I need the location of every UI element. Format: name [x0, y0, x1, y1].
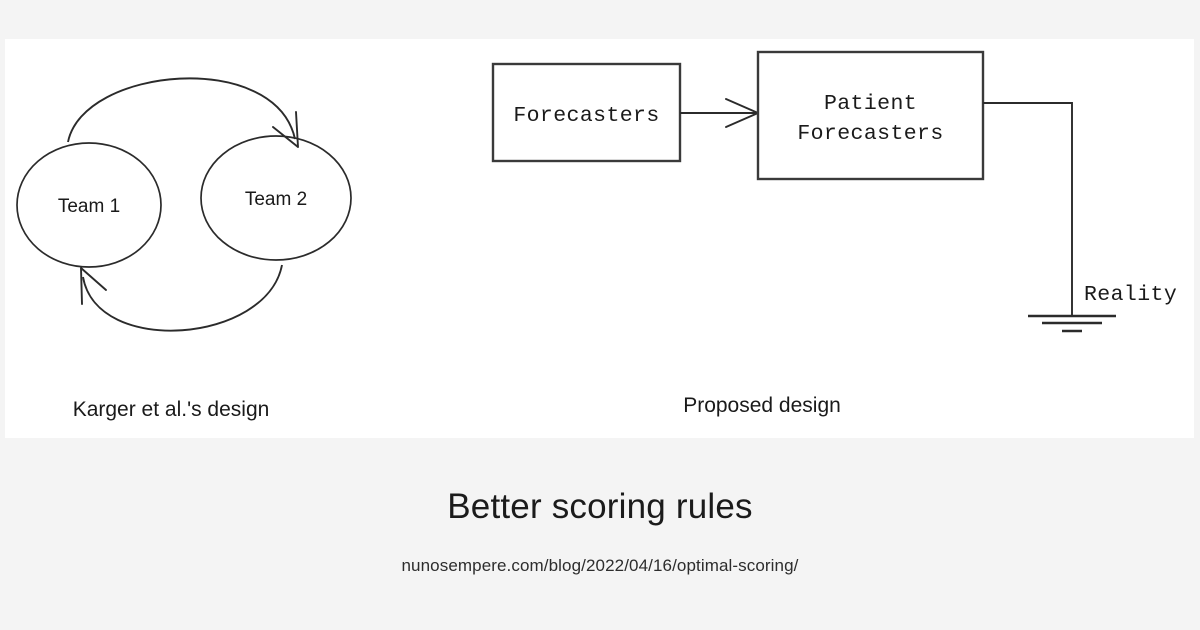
- edge-team2-to-team1-path: [82, 264, 283, 332]
- node-patient-forecasters[interactable]: Patient Forecasters: [756, 50, 985, 181]
- reality-label: Reality: [1084, 283, 1177, 307]
- patient-forecasters-label-line-1: Patient: [824, 92, 917, 116]
- diagram-canvas: Team 1 Team 2 Karger et al.'s design For…: [16, 50, 1177, 421]
- patient-forecasters-rect: [756, 50, 985, 181]
- edge-forecasters-to-patient-forecasters: [680, 98, 759, 128]
- node-team-2[interactable]: Team 2: [200, 135, 352, 261]
- team-2-label: Team 2: [245, 189, 307, 210]
- page-url: nunosempere.com/blog/2022/04/16/optimal-…: [401, 555, 799, 575]
- edge-patient-forecasters-to-reality: [983, 102, 1073, 316]
- karger-design-group: Team 1 Team 2 Karger et al.'s design: [16, 77, 352, 421]
- proposed-design-group: Forecasters Patient Forecasters: [491, 50, 1177, 417]
- edge-team1-to-team2-path: [67, 77, 296, 143]
- edge-forecasters-arrowhead: [725, 98, 759, 128]
- patient-forecasters-label-line-2: Forecasters: [797, 122, 943, 146]
- edge-team2-to-team1: [80, 264, 283, 332]
- diagram-card: Team 1 Team 2 Karger et al.'s design For…: [5, 39, 1194, 438]
- node-reality[interactable]: Reality: [1028, 283, 1177, 333]
- edge-team2-to-team1-arrowhead: [80, 267, 107, 305]
- team-1-ellipse: [16, 142, 162, 268]
- page-title: Better scoring rules: [447, 487, 753, 526]
- node-forecasters[interactable]: Forecasters: [491, 62, 682, 163]
- forecasters-label: Forecasters: [513, 104, 659, 128]
- team-1-label: Team 1: [58, 196, 120, 217]
- caption-proposed-design: Proposed design: [683, 394, 841, 417]
- team-2-ellipse: [200, 135, 352, 261]
- caption-karger-design: Karger et al.'s design: [73, 398, 270, 421]
- node-team-1[interactable]: Team 1: [16, 142, 162, 268]
- footer: Better scoring rules nunosempere.com/blo…: [0, 438, 1200, 630]
